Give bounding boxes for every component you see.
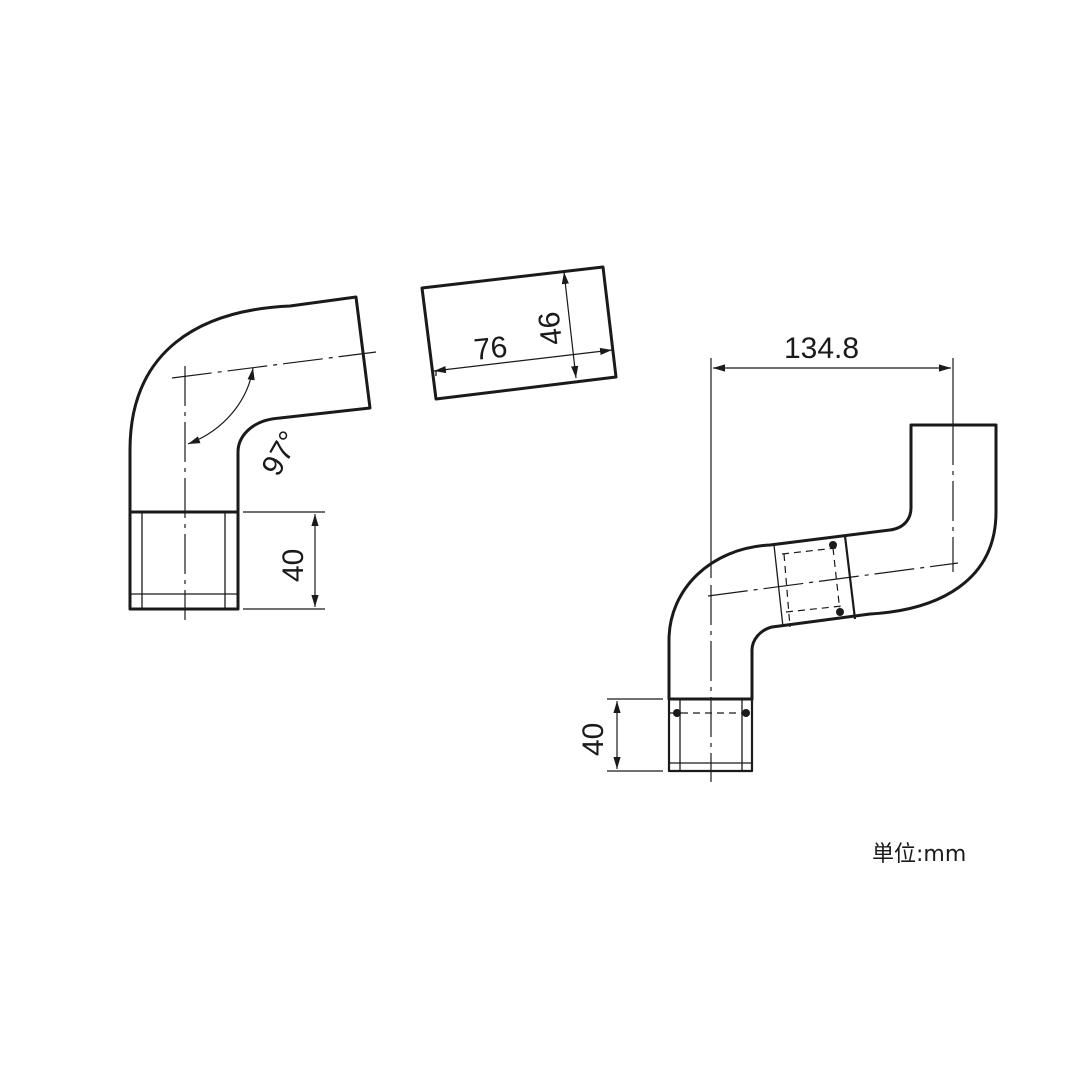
offset-distance-label: 134.8: [784, 332, 859, 365]
angle-label: 97°: [255, 426, 306, 482]
elbow-socket-length-label: 40: [277, 549, 310, 582]
straight-pipe: 76 46: [420, 265, 618, 401]
elbow-fitting: 97° 40: [128, 295, 377, 620]
offset-fitting: 134.8 40: [577, 332, 998, 782]
pipe-width-label: 46: [533, 310, 569, 347]
pipe-length-label: 76: [472, 331, 509, 367]
offset-socket-length-label: 40: [577, 723, 610, 756]
units-label: 単位:mm: [872, 842, 967, 867]
